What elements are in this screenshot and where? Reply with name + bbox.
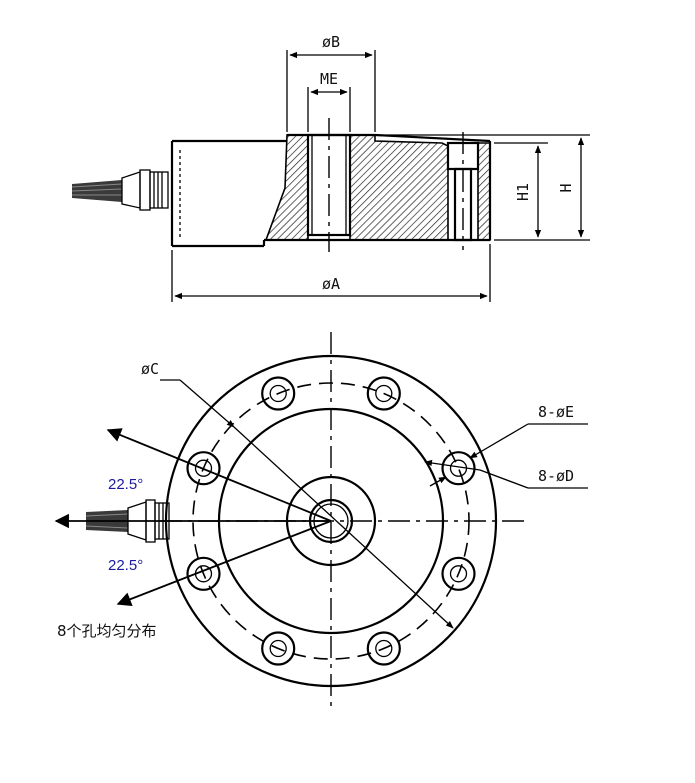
mounting-hole-section <box>446 132 480 250</box>
hatched-section <box>264 134 491 241</box>
dim-d-label: 8-øD <box>538 467 574 485</box>
dim-h-label: H <box>557 183 575 192</box>
angle-lower-label: 22.5° <box>108 557 143 574</box>
top-view: 22.5° 22.5° 8个孔均匀分布 øC 8-øE 8-øD <box>54 332 588 708</box>
dimension-c: øC <box>141 360 454 629</box>
mounting-holes <box>186 376 476 666</box>
dimension-b: øB <box>286 33 376 132</box>
dimension-h: H <box>378 134 590 241</box>
mounting-hole <box>366 631 401 666</box>
dimension-d: 8-øD <box>424 459 588 489</box>
dim-b-label: øB <box>322 33 340 51</box>
bolt-circle <box>192 382 470 660</box>
dim-e-label: 8-øE <box>538 403 574 421</box>
angle-indicators: 22.5° 22.5° 8个孔均匀分布 <box>54 428 332 640</box>
hole-distribution-note: 8个孔均匀分布 <box>57 622 157 640</box>
cable <box>71 169 169 211</box>
dim-h1-label: H1 <box>514 183 532 201</box>
dim-me-label: ME <box>320 70 338 88</box>
mounting-hole <box>261 376 296 411</box>
side-view: øB ME H1 H øA <box>71 33 590 302</box>
mounting-hole <box>186 451 221 486</box>
dimension-h1: H1 <box>494 142 548 241</box>
mounting-hole <box>366 376 401 411</box>
mounting-hole <box>441 556 476 591</box>
dimension-me: ME <box>307 70 351 132</box>
dimension-a: øA <box>171 244 491 302</box>
angle-upper-label: 22.5° <box>108 476 143 493</box>
center-thread-hole <box>306 118 352 252</box>
mounting-hole <box>261 631 296 666</box>
dimension-e: 8-øE <box>429 403 588 487</box>
dim-a-label: øA <box>322 275 340 293</box>
dim-c-label: øC <box>141 360 159 378</box>
